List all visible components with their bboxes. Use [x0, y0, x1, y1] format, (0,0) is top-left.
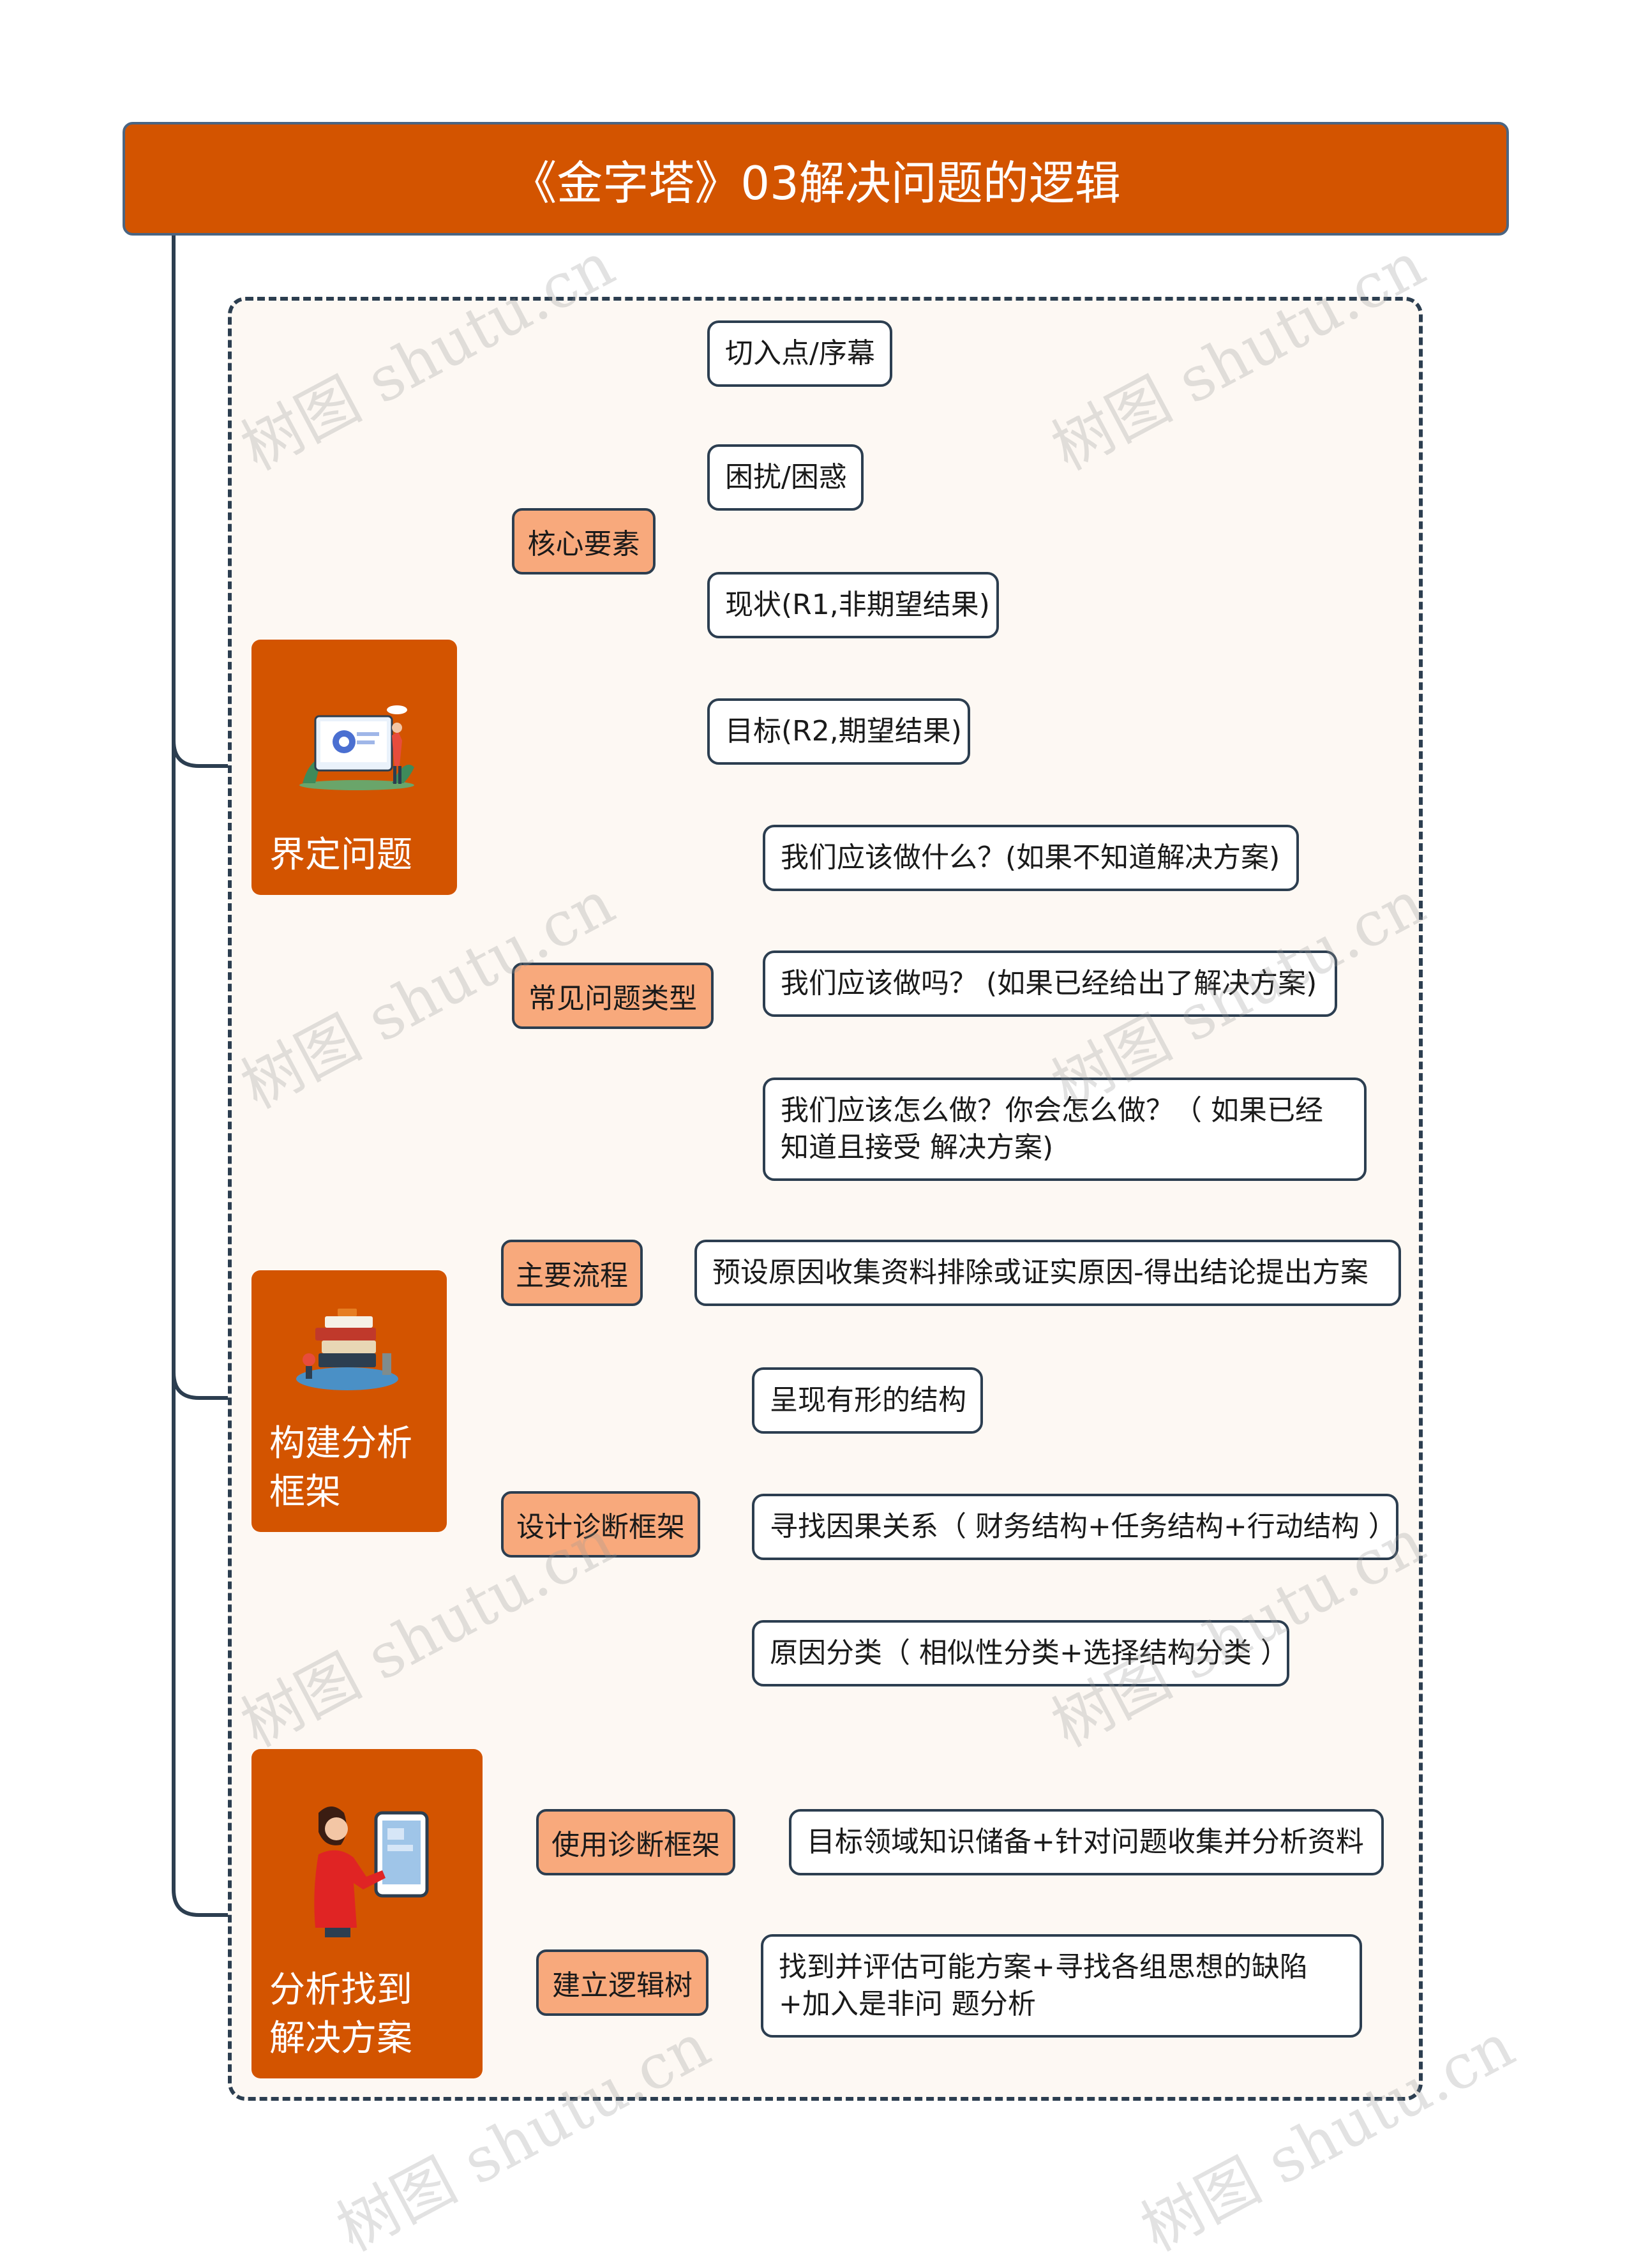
leaf-node[interactable]: 预设原因收集资料排除或证实原因-得出结论提出方案 — [694, 1240, 1401, 1306]
sub-node-common-problem-types[interactable]: 常见问题类型 — [512, 963, 714, 1029]
leaf-node[interactable]: 找到并评估可能方案+寻找各组思想的缺陷+加入是非问 题分析 — [761, 1934, 1362, 2038]
woman-tablet-icon — [314, 1806, 429, 1937]
main-node-find-solution[interactable]: 分析找到 解决方案 — [251, 1749, 483, 2078]
leaf-node[interactable]: 呈现有形的结构 — [752, 1367, 983, 1434]
leaf-node[interactable]: 目标(R2,期望结果) — [707, 698, 970, 765]
sub-node-logic-tree[interactable]: 建立逻辑树 — [536, 1949, 708, 2016]
leaf-node[interactable]: 寻找因果关系（ 财务结构+任务结构+行动结构 ） — [752, 1494, 1398, 1560]
leaf-node[interactable]: 我们应该做什么？(如果不知道解决方案) — [763, 825, 1299, 891]
main-node-label: 界定问题 — [269, 834, 412, 876]
main-node-define-problem[interactable]: 界定问题 — [251, 640, 457, 895]
leaf-node[interactable]: 现状(R1,非期望结果) — [707, 572, 999, 638]
stacked-books-icon — [296, 1309, 398, 1390]
page-title: 《金字塔》03解决问题的逻辑 — [123, 122, 1509, 236]
main-node-label: 构建分析 框架 — [269, 1423, 412, 1513]
sub-node-main-process[interactable]: 主要流程 — [501, 1240, 643, 1306]
sub-node-use-framework[interactable]: 使用诊断框架 — [536, 1809, 735, 1875]
presentation-gear-icon — [299, 705, 414, 790]
leaf-node[interactable]: 目标领域知识储备+针对问题收集并分析资料 — [789, 1809, 1384, 1875]
leaf-node[interactable]: 原因分类（ 相似性分类+选择结构分类 ） — [752, 1620, 1289, 1686]
leaf-node[interactable]: 困扰/困惑 — [707, 444, 864, 511]
sub-node-diagnostic-framework[interactable]: 设计诊断框架 — [501, 1491, 700, 1558]
main-node-build-framework[interactable]: 构建分析 框架 — [251, 1270, 447, 1532]
sub-node-core-elements[interactable]: 核心要素 — [512, 508, 656, 575]
leaf-node[interactable]: 切入点/序幕 — [707, 320, 892, 387]
main-node-label: 分析找到 解决方案 — [269, 1969, 412, 2059]
leaf-node[interactable]: 我们应该做吗？ (如果已经给出了解决方案) — [763, 950, 1337, 1017]
leaf-node[interactable]: 我们应该怎么做？你会怎么做？（ 如果已经知道且接受 解决方案) — [763, 1078, 1367, 1181]
